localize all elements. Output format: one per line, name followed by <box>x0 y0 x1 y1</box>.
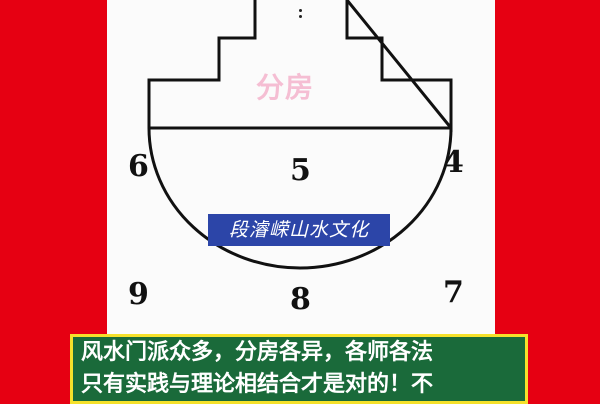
caption-box: 风水门派众多，分房各异，各师各法 只有实践与理论相结合才是对的！不 <box>70 334 528 404</box>
diagram-panel <box>107 0 495 400</box>
brand-banner: 段濬嵘山水文化 <box>208 214 390 246</box>
caption-line-2: 只有实践与理论相结合才是对的！不 <box>81 372 434 397</box>
semicircle-base <box>147 127 453 270</box>
section-label-4: 4 <box>443 145 464 180</box>
section-label-6: 6 <box>128 149 149 184</box>
caption-line-1: 风水门派众多，分房各异，各师各法 <box>81 340 434 365</box>
section-label-8: 8 <box>290 282 311 317</box>
marker-dot <box>299 9 302 12</box>
stepped-roof-outline <box>147 0 453 133</box>
marker-dot <box>299 15 302 18</box>
house-outline <box>147 0 453 270</box>
section-label-5: 5 <box>290 153 311 188</box>
section-label-9: 9 <box>128 277 149 312</box>
watermark-label: 分房 <box>256 71 315 104</box>
section-label-7: 7 <box>443 275 464 310</box>
